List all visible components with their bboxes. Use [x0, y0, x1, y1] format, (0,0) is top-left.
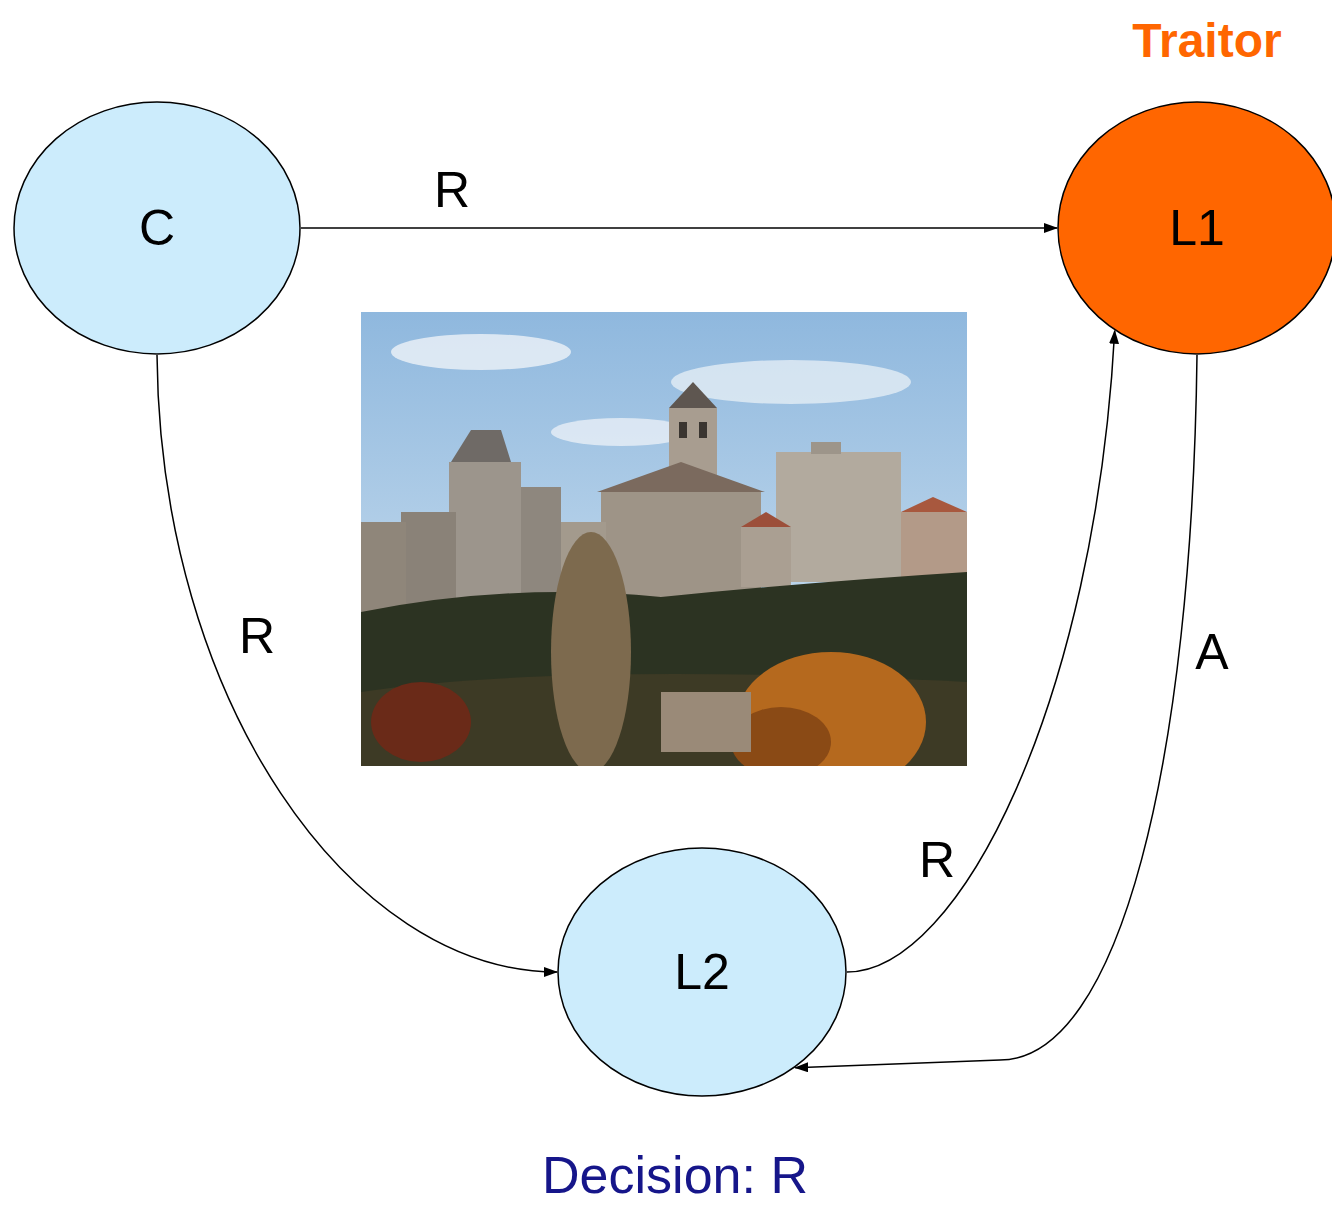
connector-arrow: [847, 331, 1115, 972]
lieutenant-ellipse: L2: [557, 847, 847, 1097]
message-label: A: [1195, 623, 1228, 681]
commander-ellipse: C: [13, 101, 301, 355]
connector-arrow: [795, 355, 1197, 1068]
connector-arrow: [157, 355, 557, 972]
node-label: L2: [557, 847, 847, 1097]
message-label: R: [434, 161, 470, 219]
message-label: R: [919, 831, 955, 889]
message-label: R: [239, 607, 275, 665]
connector-arrow: [301, 227, 1057, 229]
ellipse-shape: [558, 848, 846, 1096]
ellipse-shape: [14, 102, 300, 354]
node-label: C: [13, 101, 301, 355]
node-heading: Traitor: [1132, 13, 1281, 68]
lieutenant-ellipse: TraitorL1: [1057, 101, 1332, 355]
ellipse-shape: [1058, 102, 1332, 354]
node-label: L1: [1057, 101, 1332, 355]
decision-label: Decision: R: [542, 1145, 808, 1205]
castle-photo: [361, 312, 967, 766]
